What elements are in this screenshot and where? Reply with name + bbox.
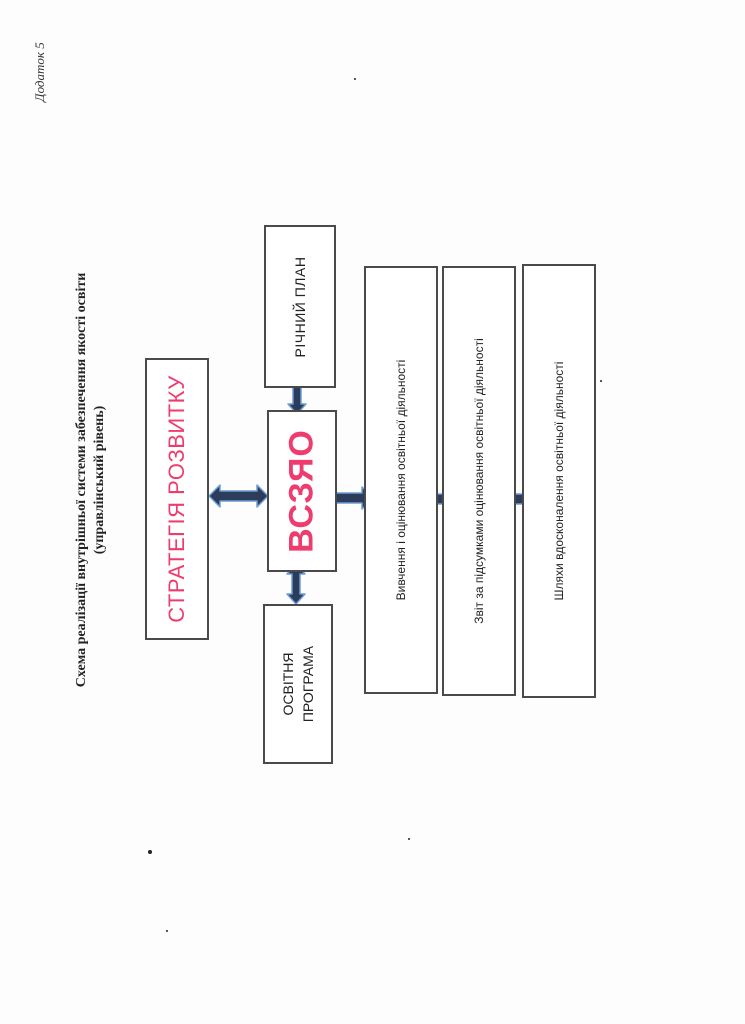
study-box: Вивчення і оцінювання освітньої діяльнос… (364, 266, 438, 694)
arrow-strategy-vszyao (208, 484, 269, 508)
annual-plan-box: РІЧНИЙ ПЛАН (264, 225, 336, 388)
vszyao-box: ВСЗЯО (267, 410, 337, 572)
scan-speck (408, 838, 410, 840)
education-program-label: ОСВІТНЯ ПРОГРАМА (278, 646, 318, 722)
report-label: Звіт за підсумками оцінювання освітньої … (472, 338, 486, 624)
education-program-label-line1: ОСВІТНЯ (280, 652, 296, 716)
improvement-box: Шляхи вдосконалення освітньої діяльності (522, 264, 596, 698)
strategy-box: СТРАТЕГІЯ РОЗВИТКУ (145, 358, 209, 640)
scan-speck (354, 78, 356, 80)
scan-speck (600, 380, 602, 382)
study-label: Вивчення і оцінювання освітньої діяльнос… (394, 359, 408, 601)
report-box: Звіт за підсумками оцінювання освітньої … (442, 266, 516, 696)
education-program-label-line2: ПРОГРАМА (300, 645, 316, 723)
improvement-label: Шляхи вдосконалення освітньої діяльності (552, 361, 566, 601)
education-program-box: ОСВІТНЯ ПРОГРАМА (263, 604, 333, 764)
strategy-label: СТРАТЕГІЯ РОЗВИТКУ (164, 375, 189, 623)
annual-plan-label: РІЧНИЙ ПЛАН (292, 256, 308, 357)
scan-speck (166, 930, 168, 932)
scan-speck (148, 850, 152, 854)
vszyao-label: ВСЗЯО (282, 429, 321, 553)
